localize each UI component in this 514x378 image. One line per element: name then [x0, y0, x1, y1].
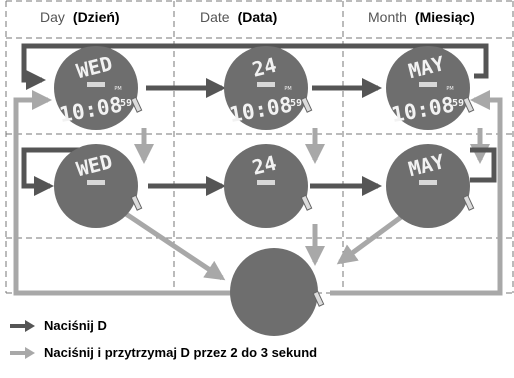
watch-off-face: [230, 248, 318, 336]
column-header-date-pl: (Data): [237, 9, 278, 25]
watch-r2-c2-face: [224, 144, 308, 228]
watch-r2-c2-indicator: [257, 180, 275, 185]
press-arrow-row2-loop: [470, 147, 497, 183]
watch-r1-c1-seconds-text: 59: [120, 98, 132, 109]
watch-r2-c1-crown: [130, 194, 143, 211]
watch-r1-c2-seconds-text: 59: [290, 98, 302, 109]
hold-arrows: [13, 90, 503, 296]
legend-press-label: Naciśnij D: [44, 318, 107, 333]
watch-r1-c3-seconds-text: 59: [452, 98, 464, 109]
watch-r1-c1-crown: [130, 96, 143, 113]
watch-off-crown: [312, 290, 325, 307]
column-header-date: Date (Data): [200, 0, 277, 34]
watch-r1-c1-face: [54, 46, 138, 130]
watch-r2-c2-top-text: 24: [250, 151, 279, 180]
watch-off: [230, 248, 325, 336]
column-header-day-pl: (Dzień): [72, 9, 120, 25]
hold-loop-left: [13, 90, 232, 296]
hold-arrow-wed-to-off: [118, 207, 226, 281]
watch-r2-c1-indicator: [87, 180, 105, 185]
watch-r1-c2-face: [224, 46, 308, 130]
column-header-day: Day (Dzień): [40, 0, 120, 34]
column-header-month: Month (Miesiąc): [368, 0, 475, 34]
column-header-day-en: Day: [40, 9, 65, 25]
legend-hold-arrow-icon: [10, 346, 35, 359]
hold-loop-right: [330, 90, 503, 296]
press-arrow-row1-loop: [21, 43, 489, 90]
watch-r1-c3-indicator: [419, 82, 437, 87]
press-arrow-row2-loop-left: [21, 147, 110, 196]
column-header-date-en: Date: [200, 9, 230, 25]
watch-r1-c2-crown: [300, 96, 313, 113]
legend-press: Naciśnij D: [10, 318, 107, 333]
watch-r2-c1: WED: [54, 144, 143, 228]
column-header-month-pl: (Miesiąc): [414, 9, 475, 25]
column-header-month-en: Month: [368, 9, 407, 25]
legend-hold: Naciśnij i przytrzymaj D przez 2 do 3 se…: [10, 345, 317, 360]
watch-r1-c2-top-text: 24: [250, 53, 279, 82]
watch-r1-c1-indicator: [87, 82, 105, 87]
watch-r1-c2-indicator: [257, 82, 275, 87]
watch-r2-c1-face: [54, 144, 138, 228]
watch-r2-c3: MAY: [386, 144, 475, 228]
press-arrows: [21, 43, 497, 196]
watch-r1-c2-pm-text: PM: [284, 86, 291, 92]
watch-r2-c2-crown: [300, 194, 313, 211]
legend-press-arrow-icon: [10, 319, 35, 332]
watch-r2-c2: 24: [224, 144, 313, 228]
watch-r1-c3-crown: [462, 96, 475, 113]
hold-arrow-month-to-off: [336, 209, 410, 265]
watch-r1-c3-face: [386, 46, 470, 130]
watch-r2-c3-face: [386, 144, 470, 228]
watch-r2-c3-indicator: [419, 180, 437, 185]
watch-r1-c1-pm-text: PM: [114, 86, 121, 92]
watch-r1-c3-pm-text: PM: [446, 86, 453, 92]
legend-hold-label: Naciśnij i przytrzymaj D przez 2 do 3 se…: [44, 345, 318, 360]
watch-r2-c3-crown: [462, 194, 475, 211]
